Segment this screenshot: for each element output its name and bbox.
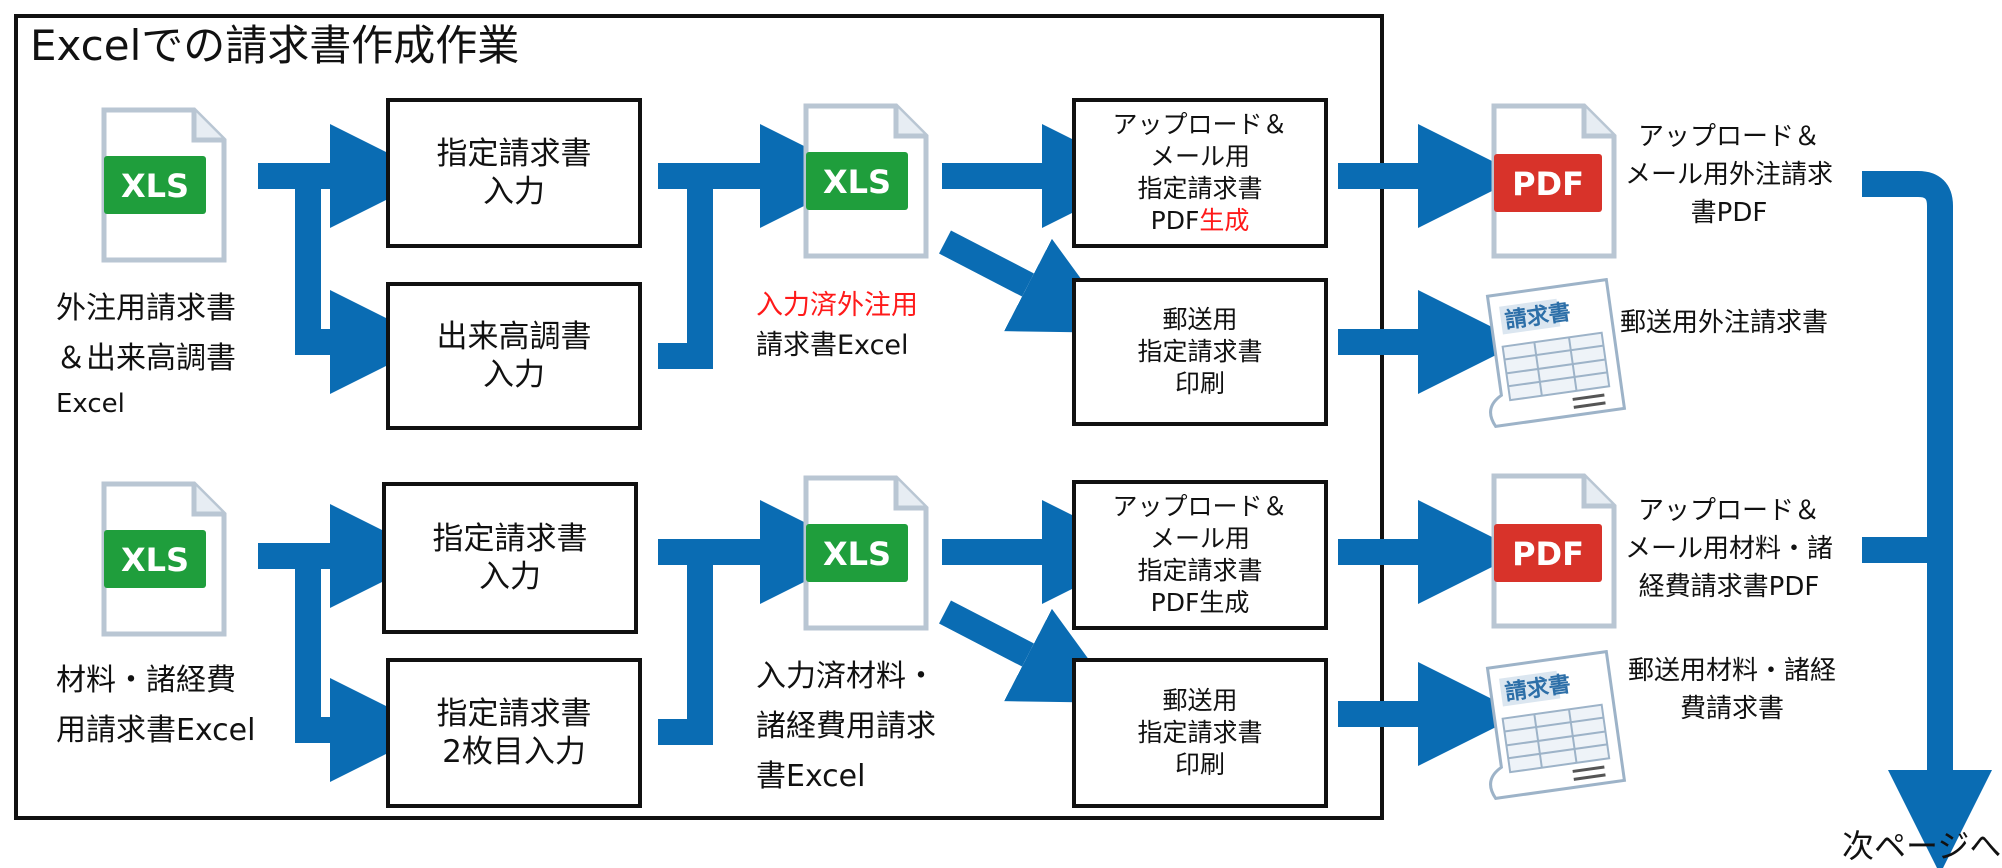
xls-badge-label: XLS	[121, 167, 189, 205]
process-box-step1-row1: 指定請求書 入力	[386, 98, 642, 248]
paper-output-label-row1: 郵送用外注請求書	[1620, 308, 1829, 338]
pdf-file-icon: PDF	[1491, 103, 1617, 259]
pdf-output-label-row1: アップロード＆ メール用外注請求 書PDF	[1624, 122, 1833, 228]
intermediate-label-row2: 入力済材料・ 諸経費用請求 書Excel	[756, 659, 936, 794]
xls-badge-label: XLS	[121, 541, 189, 579]
arrow-next-page-flow	[1862, 171, 1992, 868]
next-page-label: 次ページへ	[1842, 827, 2002, 865]
pdf-file-icon: PDF	[1491, 473, 1617, 629]
arrow-r1-step2-to-merge	[658, 176, 713, 369]
arrow-r2-xls-to-mail	[939, 600, 1121, 703]
pdf-output-label-row2: アップロード＆ メール用材料・諸 経費請求書PDF	[1624, 496, 1833, 602]
upload-box-row2: アップロード＆ メール用 指定請求書 PDF生成	[1072, 480, 1328, 630]
xls-file-icon: XLS	[803, 475, 929, 631]
intermediate-label-row1: 入力済外注用 請求書Excel	[756, 290, 918, 361]
xls-file-icon: XLS	[101, 481, 227, 637]
arrow-r2-source-to-step2	[295, 556, 434, 782]
pdf-badge-label: PDF	[1512, 165, 1584, 203]
paper-output-label-row2: 郵送用材料・諸経 費請求書	[1627, 656, 1836, 724]
mail-box-row2: 郵送用 指定請求書 印刷	[1072, 658, 1328, 808]
process-box-step2-row2: 指定請求書 2枚目入力	[386, 658, 642, 808]
mail-box-row1: 郵送用 指定請求書 印刷	[1072, 278, 1328, 426]
paper-invoice-icon: 請求書	[1485, 650, 1627, 800]
xls-file-icon: XLS	[101, 107, 227, 263]
upload-box-row1: アップロード＆ メール用 指定請求書 PDF生成	[1072, 98, 1328, 248]
source-label-row2: 材料・諸経費 用請求書Excel	[56, 663, 256, 748]
pdf-badge-label: PDF	[1512, 535, 1584, 573]
xls-file-icon: XLS	[803, 103, 929, 259]
source-label-row1: 外注用請求書 ＆出来高調書 Excel	[56, 291, 236, 419]
arrow-r1-xls-to-mail	[939, 230, 1121, 333]
process-box-step1-row2: 指定請求書 入力	[382, 482, 638, 634]
process-box-step2-row1: 出来高調書 入力	[386, 282, 642, 430]
paper-invoice-icon: 請求書	[1485, 278, 1627, 428]
diagram-title: Excelでの請求書作成作業	[30, 21, 520, 70]
xls-badge-label: XLS	[823, 163, 891, 201]
arrow-r1-source-to-step2	[295, 176, 434, 394]
excel-work-frame	[14, 14, 1384, 820]
xls-badge-label: XLS	[823, 535, 891, 573]
arrow-r2-step2-to-merge	[658, 552, 713, 745]
